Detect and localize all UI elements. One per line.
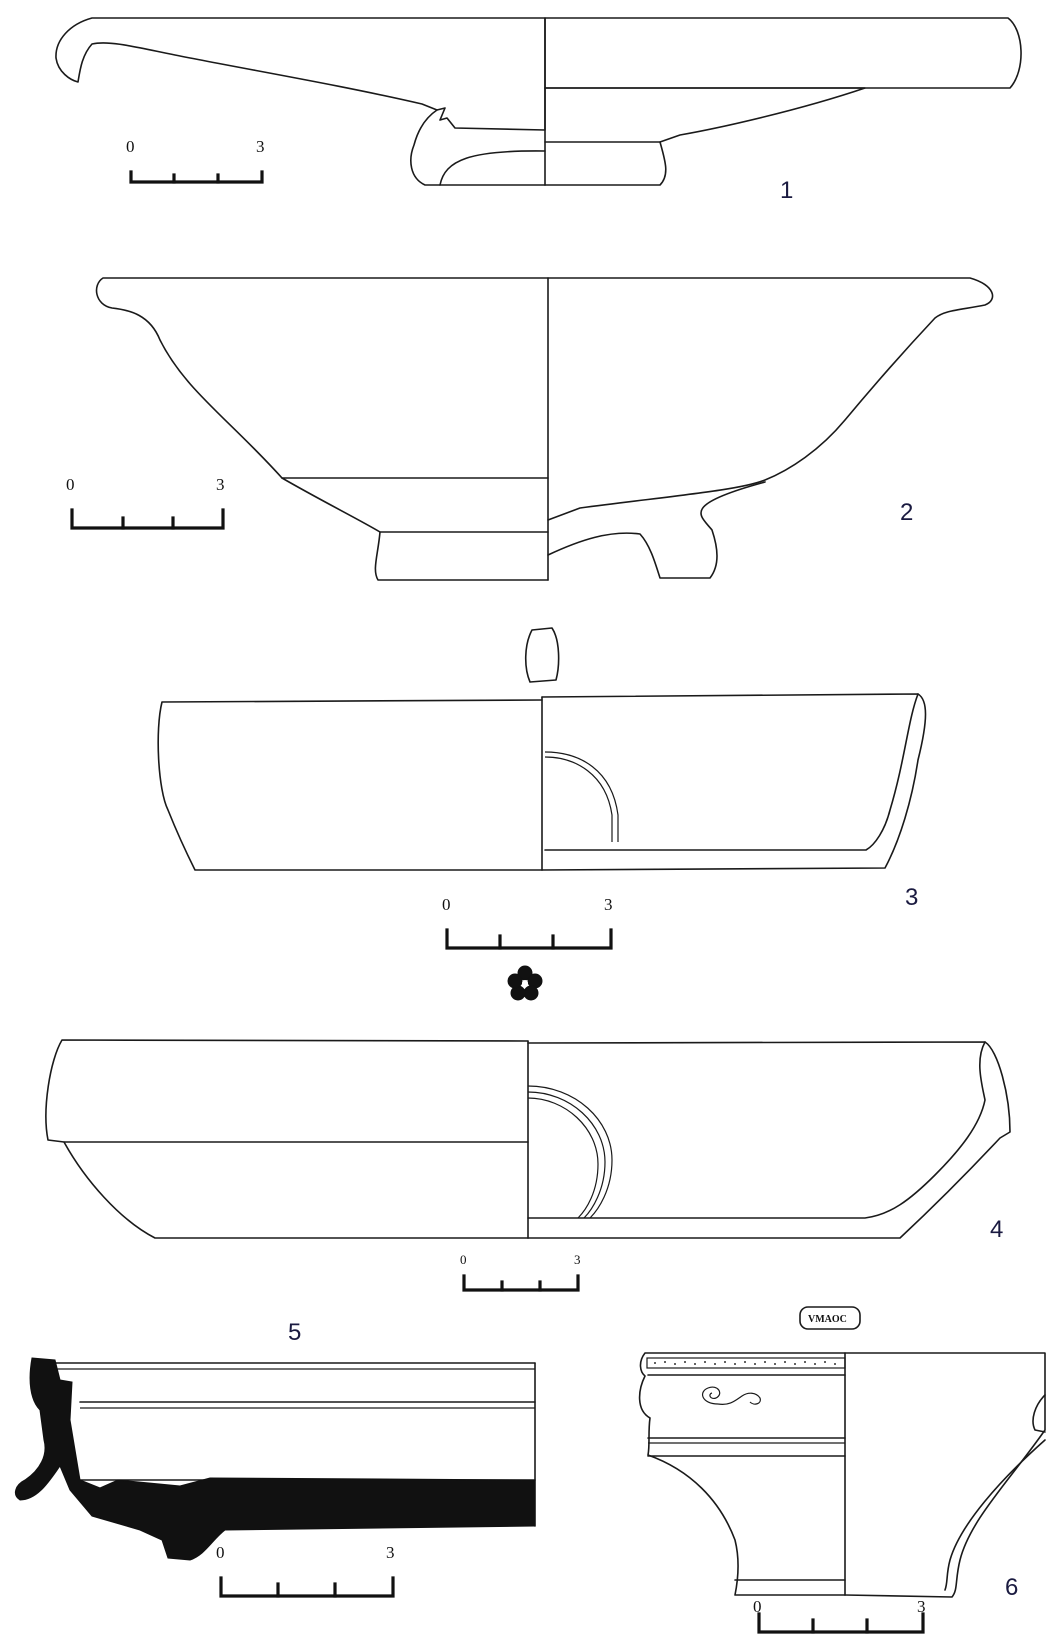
figure-number-1: 1 [780, 177, 793, 204]
figure-number-4: 4 [990, 1216, 1003, 1243]
dotted-band [654, 1361, 836, 1365]
scale-3-end: 3 [604, 895, 613, 914]
scale-3-start: 0 [442, 895, 451, 914]
scale-bar-3: 0 3 [442, 895, 613, 950]
scale-4-end: 3 [574, 1252, 581, 1267]
scale-1-start: 0 [126, 137, 135, 156]
figure-number-5: 5 [288, 1319, 301, 1346]
scale-4-start: 0 [460, 1252, 467, 1267]
vessel-3-drawing [157, 627, 927, 871]
scale-bar-5: 0 3 [216, 1543, 395, 1598]
scale-bar-6: 0 3 [753, 1597, 926, 1634]
vessel-1-drawing [55, 17, 1022, 186]
scale-bar-4: 0 3 [460, 1252, 581, 1292]
figure-number-3: 3 [905, 884, 918, 911]
scale-2-end: 3 [216, 475, 225, 494]
vessel-4-drawing [45, 1039, 1011, 1239]
scale-1-end: 3 [256, 137, 265, 156]
vessel-2-drawing [95, 277, 994, 581]
figure-number-2: 2 [900, 499, 913, 526]
scale-6-start: 0 [753, 1597, 762, 1616]
spiral-ornament [701, 1386, 761, 1405]
scale-bar-2: 0 3 [66, 475, 225, 530]
figure-number-6: 6 [1005, 1574, 1018, 1601]
scale-5-end: 3 [386, 1543, 395, 1562]
scale-bar-1: 0 3 [126, 137, 265, 184]
stamp-inscription: VMAOC [808, 1314, 847, 1325]
scale-6-end: 3 [917, 1597, 926, 1616]
vessel-5-drawing [14, 1357, 536, 1561]
vessel-6-drawing: VMAOC [638, 1306, 1046, 1598]
rosette-stamp [507, 965, 543, 1001]
scale-2-start: 0 [66, 475, 75, 494]
scale-5-start: 0 [216, 1543, 225, 1562]
